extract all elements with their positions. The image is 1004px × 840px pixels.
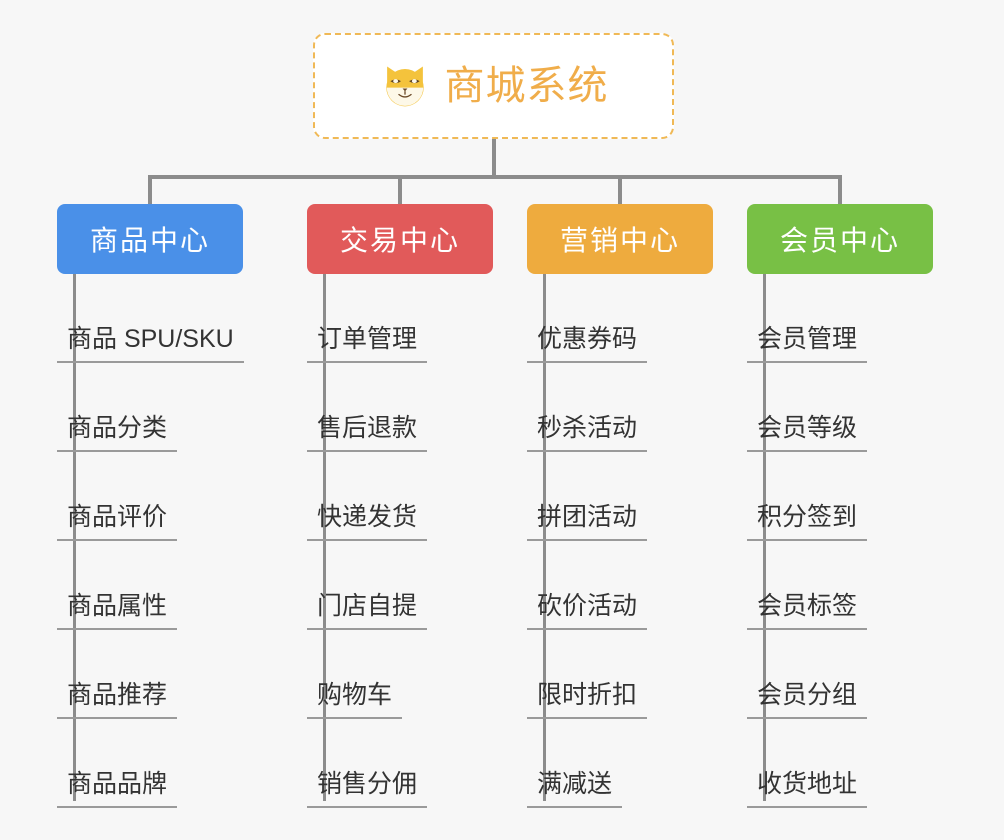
list-item[interactable]: 会员等级 <box>747 363 868 452</box>
spine-1 <box>73 274 76 801</box>
leaf-label: 商品分类 <box>57 416 178 452</box>
root-title: 商城系统 <box>444 64 609 108</box>
category-header-2[interactable]: 交易中心 <box>307 204 493 274</box>
connector-drop-2 <box>398 175 402 205</box>
list-item[interactable]: 售后退款 <box>307 363 428 452</box>
leaf-label: 商品 SPU/SKU <box>57 327 244 363</box>
leaf-label: 满减送 <box>527 772 623 808</box>
leaf-label: 会员分组 <box>747 683 868 719</box>
shiba-dog-face-icon <box>385 66 424 107</box>
leaf-list-1: 商品 SPU/SKU 商品分类 商品评价 商品属性 商品推荐 商品品牌 <box>57 274 244 808</box>
leaf-label: 收货地址 <box>747 772 868 808</box>
list-item[interactable]: 限时折扣 <box>527 630 648 719</box>
connector-drop-4 <box>838 175 842 205</box>
spine-3 <box>543 274 546 801</box>
list-item[interactable]: 会员标签 <box>747 541 868 630</box>
list-item[interactable]: 门店自提 <box>307 541 428 630</box>
list-item[interactable]: 商品属性 <box>57 541 244 630</box>
category-header-2-label: 交易中心 <box>339 225 460 256</box>
list-item[interactable]: 购物车 <box>307 630 427 719</box>
category-header-3-label: 营销中心 <box>559 225 680 256</box>
list-item[interactable]: 快递发货 <box>307 452 428 541</box>
leaf-label: 砍价活动 <box>527 594 648 630</box>
category-header-3[interactable]: 营销中心 <box>527 204 713 274</box>
leaf-list-4: 会员管理 会员等级 积分签到 会员标签 会员分组 收货地址 <box>747 274 868 808</box>
leaf-label: 商品品牌 <box>57 772 178 808</box>
leaf-label: 门店自提 <box>307 594 428 630</box>
connector-drop-1 <box>148 175 152 205</box>
category-header-1-label: 商品中心 <box>89 225 210 256</box>
connector-root-stem <box>492 139 496 179</box>
leaf-label: 快递发货 <box>307 505 428 541</box>
leaf-label: 商品推荐 <box>57 683 178 719</box>
leaf-label: 秒杀活动 <box>527 416 648 452</box>
root-node[interactable]: 商城系统 <box>313 33 674 139</box>
leaf-label: 购物车 <box>307 683 403 719</box>
list-item[interactable]: 满减送 <box>527 719 647 808</box>
leaf-label: 商品评价 <box>57 505 178 541</box>
list-item[interactable]: 会员管理 <box>747 274 868 363</box>
leaf-list-2: 订单管理 售后退款 快递发货 门店自提 购物车 销售分佣 <box>307 274 428 808</box>
list-item[interactable]: 会员分组 <box>747 630 868 719</box>
spine-4 <box>763 274 766 801</box>
connector-drop-3 <box>618 175 622 205</box>
list-item[interactable]: 砍价活动 <box>527 541 648 630</box>
leaf-label: 会员标签 <box>747 594 868 630</box>
list-item[interactable]: 商品 SPU/SKU <box>57 274 244 363</box>
leaf-label: 拼团活动 <box>527 505 648 541</box>
list-item[interactable]: 订单管理 <box>307 274 428 363</box>
list-item[interactable]: 拼团活动 <box>527 452 648 541</box>
category-header-4-label: 会员中心 <box>779 225 900 256</box>
leaf-label: 售后退款 <box>307 416 428 452</box>
spine-2 <box>323 274 326 801</box>
list-item[interactable]: 秒杀活动 <box>527 363 648 452</box>
connector-bus <box>148 175 842 179</box>
list-item[interactable]: 积分签到 <box>747 452 868 541</box>
leaf-label: 订单管理 <box>307 327 428 363</box>
leaf-label: 积分签到 <box>747 505 868 541</box>
leaf-label: 商品属性 <box>57 594 178 630</box>
leaf-label: 优惠券码 <box>527 327 648 363</box>
leaf-label: 销售分佣 <box>307 772 428 808</box>
leaf-label: 限时折扣 <box>527 683 648 719</box>
list-item[interactable]: 商品分类 <box>57 363 244 452</box>
category-header-4[interactable]: 会员中心 <box>747 204 933 274</box>
list-item[interactable]: 商品品牌 <box>57 719 244 808</box>
list-item[interactable]: 优惠券码 <box>527 274 648 363</box>
list-item[interactable]: 销售分佣 <box>307 719 428 808</box>
list-item[interactable]: 商品评价 <box>57 452 244 541</box>
list-item[interactable]: 收货地址 <box>747 719 868 808</box>
list-item[interactable]: 商品推荐 <box>57 630 244 719</box>
category-header-1[interactable]: 商品中心 <box>57 204 243 274</box>
leaf-label: 会员等级 <box>747 416 868 452</box>
leaf-label: 会员管理 <box>747 327 868 363</box>
leaf-list-3: 优惠券码 秒杀活动 拼团活动 砍价活动 限时折扣 满减送 <box>527 274 648 808</box>
